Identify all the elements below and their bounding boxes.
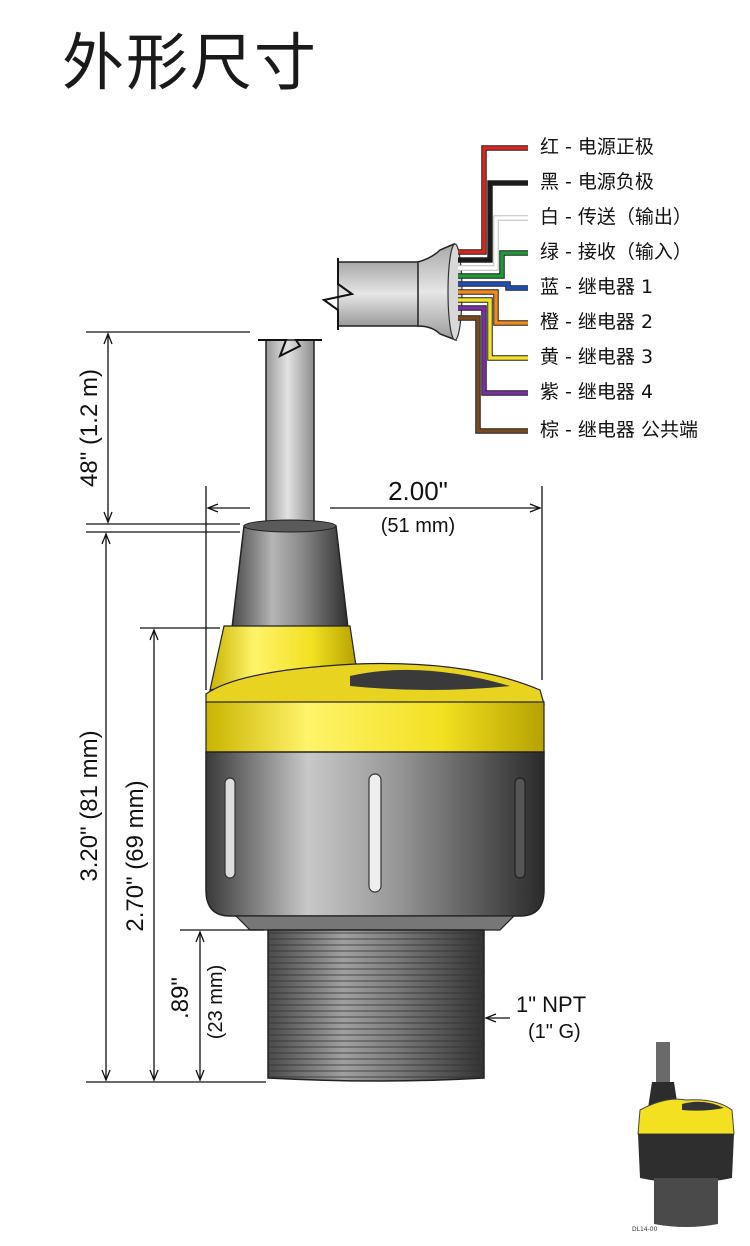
wire-label-red: 红 - 电源正极 <box>540 136 654 158</box>
wire-1 <box>458 181 528 262</box>
wire-group <box>458 145 528 434</box>
wire-label-green: 绿 - 接收（输入） <box>540 241 692 263</box>
thread-length-in-label: .89" <box>167 977 194 1019</box>
sensor-body <box>205 519 545 1082</box>
page-title: 外形尺寸 <box>62 26 319 99</box>
cable-detail <box>321 242 463 342</box>
wire-label-yellow: 黄 - 继电器 3 <box>540 346 654 368</box>
wire-label-orange: 橙 - 继电器 2 <box>540 311 654 333</box>
overall-height-label: 3.20" (81 mm) <box>76 730 103 881</box>
housing-height-label: 2.70" (69 mm) <box>122 780 149 931</box>
wire-6 <box>458 298 528 360</box>
wire-outline <box>458 180 528 263</box>
vertical-cable <box>258 339 322 525</box>
thread-length-mm-label: (23 mm) <box>205 965 227 1039</box>
wire-outline <box>458 145 528 255</box>
thread-alt-label: (1" G) <box>528 1021 581 1043</box>
wire-label-black: 黑 - 电源负极 <box>540 171 654 193</box>
width-mm-label: (51 mm) <box>381 515 455 537</box>
width-in-label: 2.00" <box>388 476 448 506</box>
wire-label-white: 白 - 传送（输出） <box>540 206 692 228</box>
wire-label-purple: 紫 - 继电器 4 <box>540 381 654 403</box>
wire-outline <box>458 315 528 434</box>
thread-type-label: 1" NPT <box>516 992 586 1017</box>
wire-0 <box>458 146 528 254</box>
wire-outline <box>458 250 528 279</box>
wire-2 <box>458 216 528 270</box>
wire-label-brown: 棕 - 继电器 公共端 <box>540 419 698 441</box>
wire-7 <box>458 306 528 395</box>
wire-3 <box>458 251 528 278</box>
product-code-caption: DL14-00 <box>632 1226 658 1233</box>
wire-5 <box>458 290 528 325</box>
dimension-lines <box>86 331 543 1083</box>
cable-length-label: 48" (1.2 m) <box>76 369 103 487</box>
wire-label-blue: 蓝 - 继电器 1 <box>540 276 654 298</box>
wire-8 <box>458 316 528 433</box>
wire-4 <box>458 282 528 290</box>
product-thumbnail <box>637 1042 735 1227</box>
